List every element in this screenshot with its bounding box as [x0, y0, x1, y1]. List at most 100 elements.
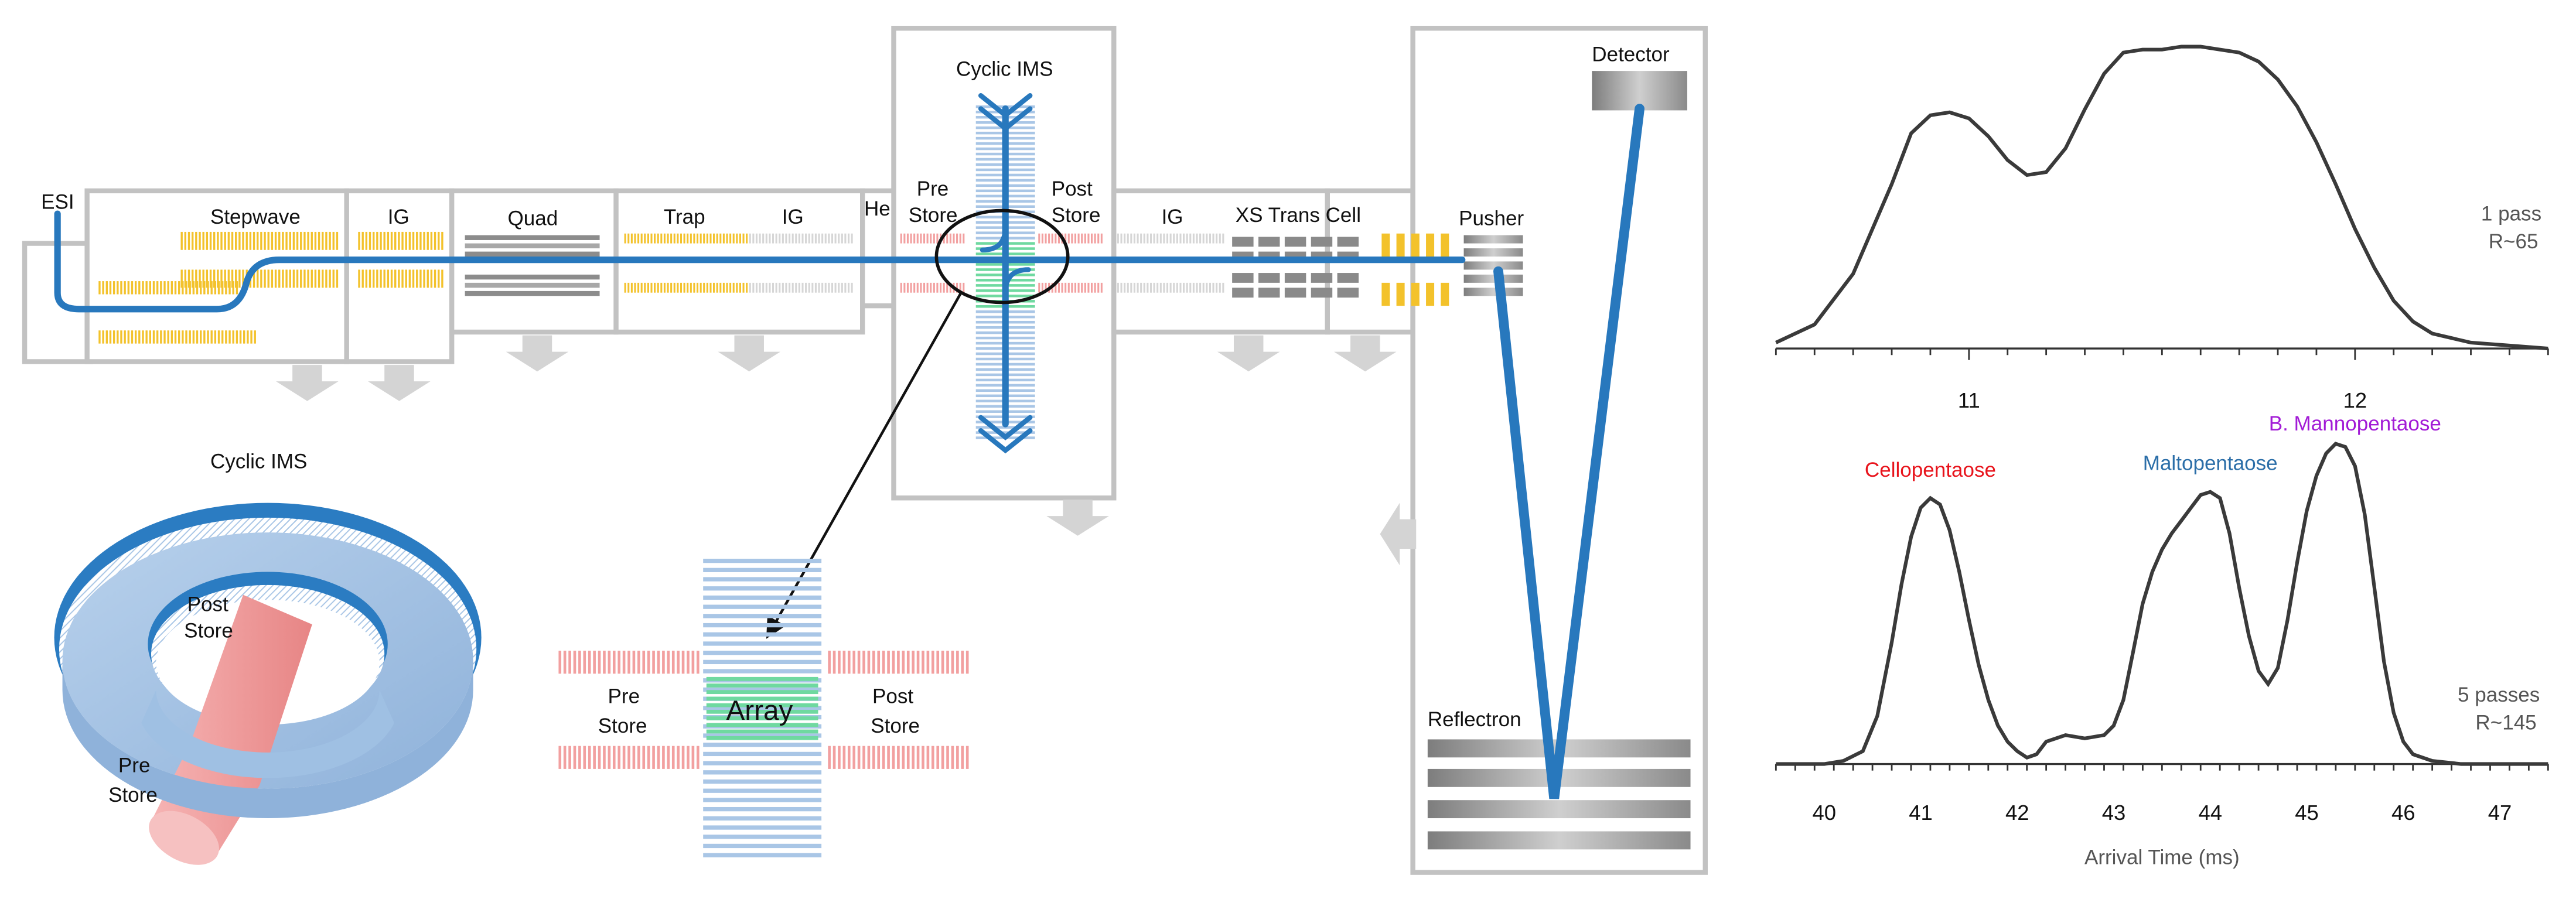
stepwave-electrodes — [98, 231, 339, 344]
instrument-schematic: ESI Stepwave IG Quad Trap IG He Cyclic I… — [22, 26, 1708, 875]
zoom-circle — [934, 208, 1070, 305]
instrument-labels: ESI Stepwave IG Quad Trap IG He Cyclic I… — [41, 43, 1670, 731]
array-pre-store-electrodes — [558, 651, 700, 769]
label-pusher: Pusher — [1459, 207, 1524, 230]
ring-labels: Cyclic IMS Post Store Pre Store — [108, 450, 307, 806]
label-pre-store-line1: Pre — [917, 177, 949, 200]
ring-pre-store-line2: Store — [108, 784, 158, 806]
chart2-tick-label: 43 — [2102, 801, 2126, 825]
electrode-row — [828, 651, 969, 674]
electrode-row — [749, 282, 853, 293]
reflectron-plates — [1427, 739, 1691, 850]
chart-1-pass: 11 12 1 pass R~65 — [1775, 45, 2549, 412]
array-inset: Array Pre Store Post Store — [558, 558, 969, 857]
pump-arrow — [1217, 335, 1280, 372]
array-pre-store-line1: Pre — [608, 685, 640, 708]
electrode-row — [624, 233, 748, 244]
label-cyclic-ims: Cyclic IMS — [956, 58, 1053, 81]
ring-post-store-line1: Post — [187, 593, 228, 616]
chart1-ticks — [1775, 348, 2549, 360]
electrode-row — [98, 330, 256, 344]
ring-pre-store-line1: Pre — [118, 754, 151, 777]
electrode-row — [558, 651, 700, 674]
electrode-row — [749, 233, 853, 244]
chart2-tick-label: 41 — [1909, 801, 1933, 825]
chart1-tick-label: 11 — [1958, 388, 1980, 412]
chart2-peak-label-maltopentaose: Maltopentaose — [2143, 452, 2278, 475]
chart2-peak-label-mannopentaose: B. Mannopentaose — [2269, 412, 2441, 435]
chart1-trace — [1775, 45, 2548, 351]
ims-pre-post-electrodes — [900, 233, 1224, 293]
chart2-tick-label: 44 — [2198, 801, 2222, 825]
electrode-row — [624, 282, 748, 293]
pump-arrow — [368, 365, 431, 401]
ring-post-store-line2: Store — [184, 620, 233, 642]
pump-arrows — [276, 335, 1417, 566]
electrode-row — [98, 281, 238, 295]
electrode-row — [558, 746, 700, 769]
pump-arrow — [1046, 500, 1109, 536]
ims-ring-front-face — [141, 690, 395, 778]
label-esi: ESI — [41, 191, 74, 214]
label-ig2: IG — [782, 206, 804, 228]
chart2-annotation-line1: 5 passes — [2458, 683, 2540, 706]
chart2-trace — [1776, 442, 2548, 766]
ims-ring-front — [62, 660, 473, 819]
electrode-row — [1038, 233, 1103, 244]
pusher-electrodes — [1463, 235, 1523, 296]
chart1-annotation-line2: R~65 — [2489, 230, 2539, 253]
cyclic-ims-ring-inset: Cyclic IMS Post Store Pre Store — [54, 450, 482, 865]
pump-arrow — [276, 365, 339, 401]
trap-electrodes — [624, 233, 853, 293]
array-post-store-line1: Post — [872, 685, 913, 708]
chart2-tick-label: 42 — [2005, 801, 2029, 825]
chart2-tick-label: 47 — [2488, 801, 2512, 825]
chart2-tick-label: 45 — [2295, 801, 2319, 825]
pump-arrow — [718, 335, 780, 372]
electrode-row — [1117, 233, 1224, 244]
label-post-store-line2: Store — [1052, 204, 1101, 227]
electrode-row — [180, 269, 339, 288]
label-quad: Quad — [508, 207, 558, 230]
label-he: He — [864, 197, 890, 220]
detector-plate — [1592, 71, 1687, 111]
electrode-row — [1117, 282, 1224, 293]
ring-title: Cyclic IMS — [210, 450, 308, 473]
ig1-electrodes — [358, 231, 443, 288]
electrode-row — [828, 746, 969, 769]
electrode-row — [900, 233, 965, 244]
chart1-tick-label: 12 — [2343, 388, 2367, 412]
label-stepwave: Stepwave — [210, 206, 301, 228]
chart2-x-axis-label: Arrival Time (ms) — [2084, 846, 2240, 869]
electrode-row — [358, 269, 443, 288]
pump-arrow — [506, 335, 569, 372]
chart1-annotation-line1: 1 pass — [2481, 202, 2541, 225]
label-post-store-line1: Post — [1052, 177, 1093, 200]
label-xs-trans-cell: XS Trans Cell — [1236, 204, 1361, 227]
pump-arrow — [1380, 503, 1417, 566]
label-pre-store-line2: Store — [909, 204, 958, 227]
label-reflectron: Reflectron — [1428, 708, 1521, 731]
electrode-row — [358, 231, 443, 250]
array-vertical-stack — [703, 558, 822, 857]
electrode-row — [1038, 282, 1103, 293]
array-green-region — [706, 676, 818, 740]
chart2-annotation-line2: R~145 — [2475, 712, 2536, 734]
quad-rods — [465, 235, 600, 296]
label-detector: Detector — [1592, 43, 1670, 66]
label-trap: Trap — [664, 206, 705, 228]
array-label: Array — [726, 695, 793, 726]
array-pre-store-line2: Store — [598, 715, 647, 737]
chart2-peak-label-cellopentaose: Cellopentaose — [1865, 459, 1996, 481]
array-post-store-electrodes — [828, 651, 969, 769]
label-ig3: IG — [1162, 206, 1183, 228]
electrode-row — [180, 231, 339, 250]
array-post-store-line2: Store — [871, 715, 920, 737]
pump-arrow — [1334, 335, 1397, 372]
chart2-tick-label: 46 — [2391, 801, 2415, 825]
ion-path — [54, 93, 1645, 799]
label-ig1: IG — [388, 206, 410, 228]
